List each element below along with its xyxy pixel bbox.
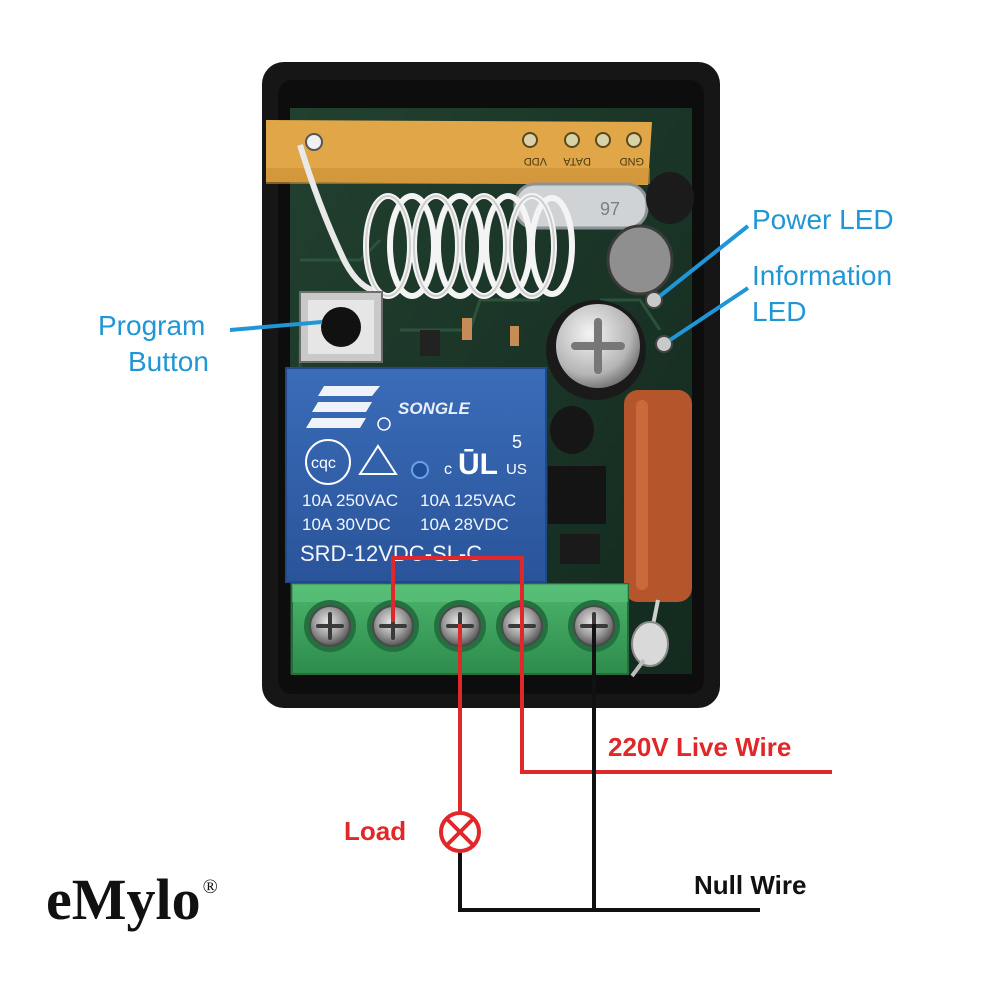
rf-pins — [305, 132, 642, 151]
power-led — [645, 291, 663, 309]
smd-resistor-1 — [462, 318, 472, 340]
info-label-line2: LED — [752, 296, 807, 327]
registered-mark — [377, 417, 391, 431]
wiring — [391, 556, 832, 912]
transistor-top — [646, 172, 694, 224]
relay-cert-c: c — [444, 461, 452, 478]
relay-center-dot — [411, 461, 429, 479]
null-wire-label: Null Wire — [694, 870, 807, 900]
live-wire-label: 220V Live Wire — [608, 732, 792, 762]
pin-label-vdd: VDD — [524, 155, 547, 167]
relay-cqc: cqc — [311, 455, 336, 472]
safety-capacitor-highlight — [636, 400, 648, 590]
pin-label-data: DATA — [563, 155, 591, 167]
crystal-label: 97 — [600, 199, 620, 219]
program-callout-line — [229, 320, 323, 332]
brand-name: eMylo — [46, 867, 201, 932]
terminal-screw-2[interactable] — [367, 600, 419, 652]
load-return-wire — [458, 852, 760, 912]
info-label-line1: Information — [752, 260, 893, 291]
load-label: Load — [344, 816, 407, 846]
terminal-screw-1[interactable] — [304, 600, 356, 652]
relay-cert-us: US — [506, 461, 527, 478]
relay-logo — [306, 386, 380, 428]
live-wire — [520, 624, 832, 774]
relay-rating-2-left: 10A 30VDC — [302, 515, 391, 534]
program-button-label: Program Button — [98, 308, 209, 380]
red-bridge-wire — [391, 556, 524, 624]
relay-warning-triangle — [358, 444, 398, 475]
rf-module-shade — [266, 168, 650, 184]
power-led-callout-line — [658, 224, 750, 298]
safety-capacitor — [624, 390, 692, 602]
power-led-label: Power LED — [752, 204, 894, 235]
relay-ul-mark: ŪL — [458, 448, 498, 481]
fuse-wire — [630, 658, 646, 678]
brand-registered: ® — [202, 875, 218, 898]
small-capacitor — [606, 224, 674, 296]
terminal-block-top — [292, 584, 628, 602]
load-lamp-icon — [439, 811, 481, 853]
ic-chip — [560, 534, 600, 564]
information-led-label: Information LED — [752, 258, 892, 330]
relay-brand: SONGLE — [398, 399, 470, 418]
relay-cqc-circle — [305, 439, 351, 485]
transistor-mid — [550, 406, 594, 454]
program-button[interactable] — [321, 307, 361, 347]
relay-rating-2-right: 10A 28VDC — [420, 515, 509, 534]
info-led-callout-line — [668, 286, 750, 342]
callout-lines — [229, 224, 750, 342]
brand-logo: eMylo® — [46, 866, 218, 933]
relay-rating-1-left: 10A 250VAC — [302, 491, 398, 510]
relay-cert-number: 5 — [512, 432, 522, 452]
smd-resistor-2 — [510, 326, 519, 346]
bridge-rectifier — [548, 466, 606, 524]
fuse-lead — [631, 621, 669, 667]
smd-diode — [420, 330, 440, 356]
antenna-shading — [365, 195, 555, 297]
program-label-line2: Button — [128, 346, 209, 377]
information-led — [655, 335, 673, 353]
pin-label-gnd: GND — [620, 155, 645, 167]
relay-rating-1-right: 10A 125VAC — [420, 491, 516, 510]
capacitor-vent — [571, 318, 625, 374]
program-label-line1: Program — [98, 310, 206, 341]
